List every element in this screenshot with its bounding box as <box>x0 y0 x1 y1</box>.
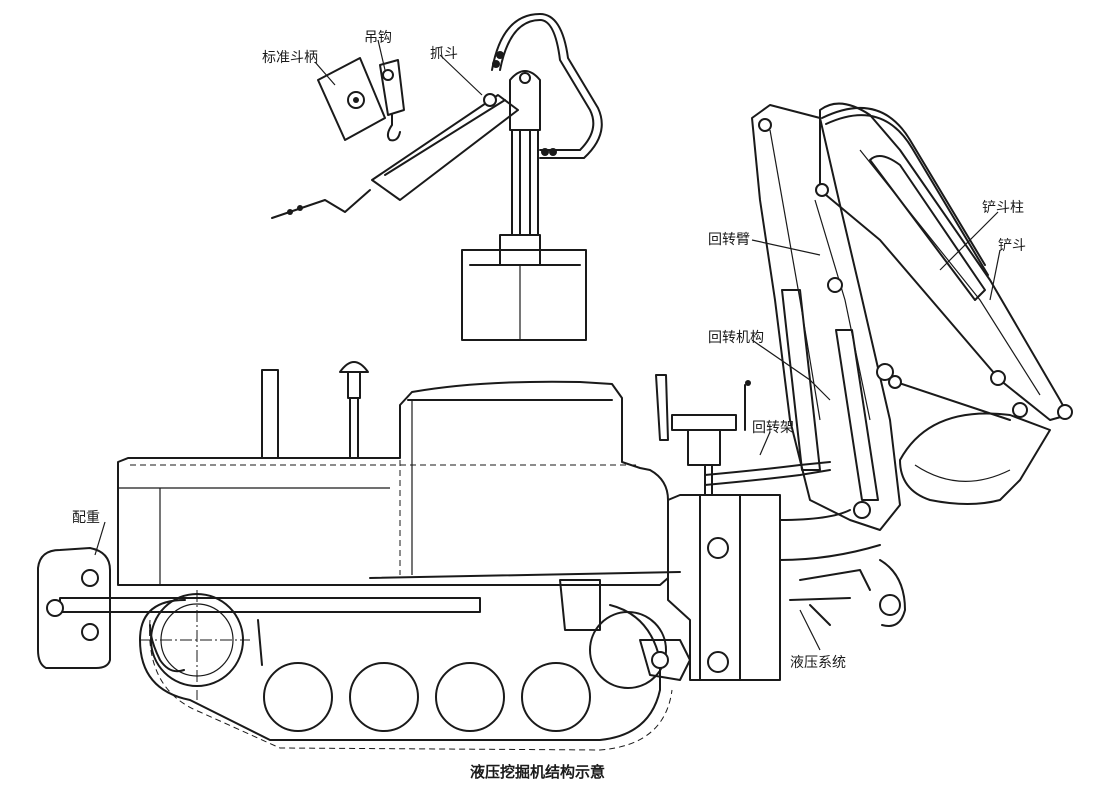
label-slewing-mechanism: 回转机构 <box>708 330 764 346</box>
label-slewing-frame: 回转架 <box>752 420 794 436</box>
label-shovel-post: 铲斗柱 <box>982 200 1024 216</box>
label-grab-bucket: 抓斗 <box>430 46 458 62</box>
label-counterweight: 配重 <box>72 510 100 526</box>
boom-arm <box>751 102 1073 627</box>
label-standard-bucket-handle: 标准斗柄 <box>262 50 318 66</box>
tractor-body <box>37 361 681 673</box>
crawler-track <box>139 590 673 751</box>
leader-lines <box>94 39 1001 651</box>
slewing-frame <box>559 374 881 681</box>
bucket-handle-and-hook <box>317 57 405 142</box>
label-slewing-arm: 回转臂 <box>708 232 750 248</box>
grab-bucket-attachment <box>271 13 603 341</box>
label-hydraulic-system: 液压系统 <box>790 655 846 671</box>
labels: 标准斗柄 吊钩 抓斗 铲斗柱 铲斗 回转臂 回转机构 回转架 配重 液压系统 液… <box>72 30 1026 781</box>
diagram-caption: 液压挖掘机结构示意 <box>470 763 605 781</box>
label-shovel-bucket: 铲斗 <box>998 238 1026 254</box>
label-hook: 吊钩 <box>364 30 392 46</box>
